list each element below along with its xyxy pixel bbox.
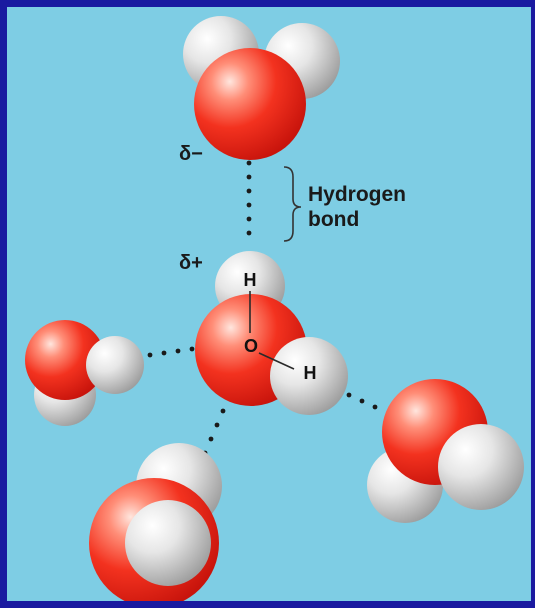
hbond-left	[147, 346, 195, 358]
water-molecule-top	[183, 16, 340, 160]
hbond-right	[346, 392, 378, 410]
hydrogen-atom	[86, 336, 144, 394]
oxygen-atom	[194, 48, 306, 160]
water-molecule-center: H O H	[195, 251, 348, 415]
hydrogen-atom	[438, 424, 524, 510]
atom-label-h-top: H	[244, 270, 257, 290]
hydrogen-atom-right	[270, 337, 348, 415]
covalent-bond-right	[258, 352, 295, 370]
oxygen-atom	[25, 320, 105, 400]
water-molecule-right	[367, 379, 524, 523]
hbond-top	[246, 160, 252, 236]
atom-label-h-right: H	[304, 363, 317, 383]
hydrogen-bond-label-line2: bond	[308, 208, 359, 231]
hydrogen-bond-label-line1: Hydrogen	[308, 183, 406, 206]
atom-label-o: O	[244, 336, 258, 356]
water-molecule-left	[25, 320, 144, 426]
bracket-icon	[283, 166, 302, 242]
partial-positive-label: δ+	[179, 252, 203, 274]
partial-negative-label: δ−	[179, 143, 203, 165]
water-hydrogen-bond-diagram: H O H δ− δ+ Hydrogen bond	[25, 16, 524, 601]
water-molecule-bottom	[89, 443, 222, 601]
hydrogen-atom	[125, 500, 211, 586]
